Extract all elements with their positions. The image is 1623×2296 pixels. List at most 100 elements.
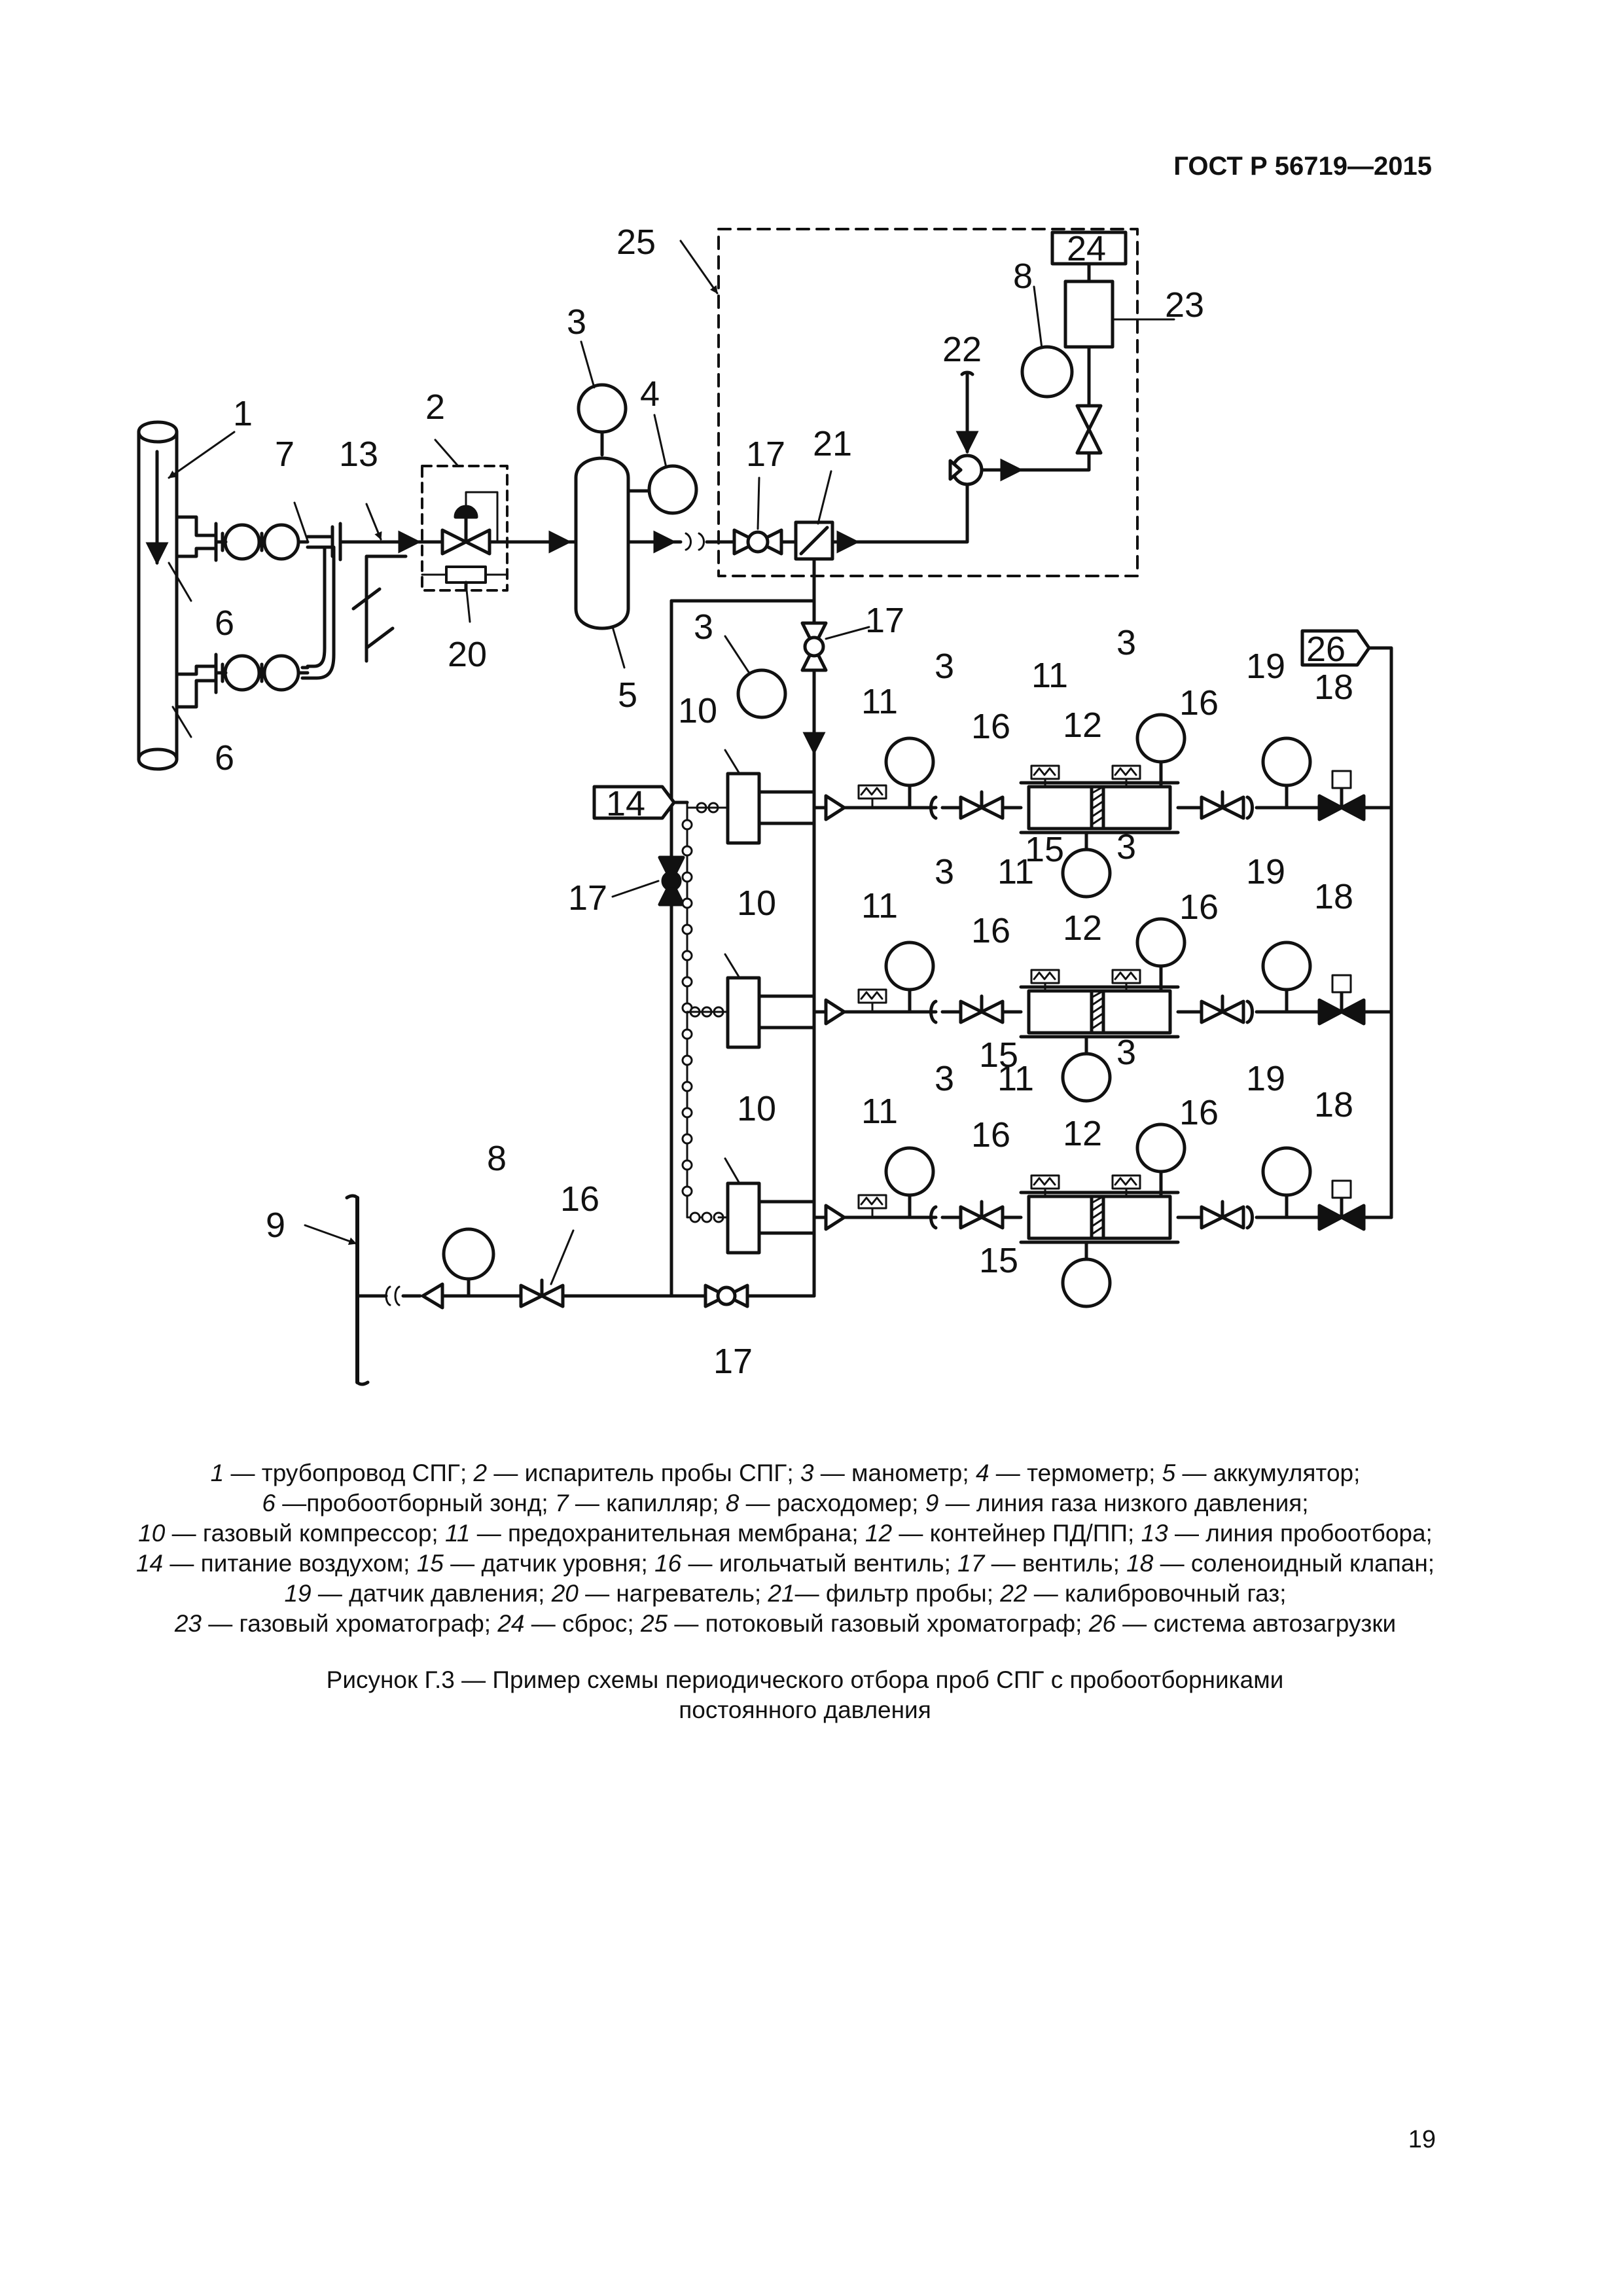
legend-item: 25 — потоковый газовый хроматограф; (641, 1610, 1082, 1637)
label-18-row2: 18 (1314, 877, 1353, 916)
legend-item-number: 19 (284, 1580, 312, 1607)
label-26: 26 (1306, 630, 1346, 669)
label-15-row1: 15 (1025, 830, 1064, 869)
gc-needle-valve (1075, 404, 1103, 455)
label-6-upper: 6 (215, 603, 234, 643)
legend-item: 14 — питание воздухом; (136, 1550, 410, 1577)
caption-line-2: постоянного давления (679, 1696, 931, 1723)
label-3-row2a: 3 (935, 852, 954, 891)
label-11-row1a: 11 (861, 682, 898, 721)
legend-item: 22 — калибровочный газ; (1000, 1580, 1286, 1607)
legend-item: 26 — система автозагрузки (1089, 1610, 1396, 1637)
legend-item-text: — манометр; (813, 1460, 969, 1486)
label-16-low: 16 (560, 1179, 599, 1219)
label-17-manifold: 17 (865, 601, 904, 640)
label-11-row3a: 11 (861, 1092, 898, 1131)
legend-item: 8 — расходомер; (726, 1490, 919, 1516)
legend-item: 7 — капилляр; (555, 1490, 719, 1516)
valve-manifold-inlet (800, 621, 828, 683)
label-6-lower: 6 (215, 738, 234, 778)
label-9: 9 (266, 1206, 285, 1245)
legend-item-text: — капилляр; (568, 1490, 719, 1516)
label-11-row2b: 11 (997, 852, 1034, 891)
pressure-gauge (577, 383, 628, 434)
label-19-row3: 19 (1246, 1059, 1285, 1098)
legend-item: 17 — вентиль; (957, 1550, 1120, 1577)
figure-caption: Рисунок Г.3 — Пример схемы периодическог… (262, 1665, 1348, 1725)
legend-item-text: —пробоотборный зонд; (276, 1490, 548, 1516)
flowmeter-gc (1020, 345, 1074, 399)
label-5: 5 (618, 675, 637, 715)
label-11-row2a: 11 (861, 886, 898, 925)
label-12-row3: 12 (1063, 1114, 1102, 1153)
label-22: 22 (942, 330, 982, 369)
label-12-row2: 12 (1063, 908, 1102, 948)
legend-item-text: — испаритель пробы СПГ; (487, 1460, 794, 1486)
legend-item-text: — датчик уровня; (443, 1550, 648, 1577)
label-2: 2 (425, 387, 445, 427)
main-manifold (669, 557, 826, 1298)
legend-item: 6 —пробоотборный зонд; (262, 1490, 548, 1516)
legend-item-text: — соленоидный клапан; (1153, 1550, 1435, 1577)
legend-item-text: — калибровочный газ; (1027, 1580, 1287, 1607)
label-19-row2: 19 (1246, 852, 1285, 891)
thermometer (647, 464, 698, 515)
label-7: 7 (275, 435, 294, 474)
legend-item-text: — нагреватель; (578, 1580, 762, 1607)
label-16-row1a: 16 (971, 707, 1010, 746)
label-16-row2a: 16 (971, 911, 1010, 950)
label-4: 4 (640, 374, 660, 414)
label-20: 20 (448, 635, 487, 674)
label-3-row3b: 3 (1116, 1033, 1136, 1072)
page-number: 19 (1408, 2126, 1436, 2153)
legend-item-text: — предохранительная мембрана; (470, 1520, 859, 1547)
autoload-system (1300, 629, 1393, 1219)
lng-pipeline (137, 420, 179, 771)
legend-item-number: 22 (1000, 1580, 1027, 1607)
three-way-valve (948, 454, 984, 498)
label-10-row1: 10 (678, 691, 717, 730)
accumulator (574, 431, 650, 630)
legend-item-number: 15 (416, 1550, 444, 1577)
legend-item-number: 10 (138, 1520, 166, 1547)
probe-valve-upper (214, 523, 310, 561)
legend-item-text: — аккумулятор; (1175, 1460, 1361, 1486)
pressure-gauge-manifold (736, 668, 787, 719)
caption-line-1: Рисунок Г.3 — Пример схемы периодическог… (326, 1666, 1284, 1693)
label-24: 24 (1067, 229, 1106, 268)
legend-item-number: 20 (551, 1580, 579, 1607)
legend-item-text: — газовый хроматограф; (201, 1610, 491, 1637)
sampling-row-1 (726, 760, 1393, 852)
label-17-air: 17 (568, 878, 607, 918)
sample-filter (794, 520, 834, 561)
legend-item-number: 4 (975, 1460, 990, 1486)
label-14: 14 (606, 784, 645, 823)
legend-item-number: 8 (725, 1490, 740, 1516)
legend-item-text: — система автозагрузки (1115, 1610, 1397, 1637)
legend-item-text: — вентиль; (984, 1550, 1120, 1577)
label-17-low: 17 (713, 1342, 753, 1381)
legend-item-text: — термометр; (989, 1460, 1156, 1486)
label-3-row3a: 3 (935, 1059, 954, 1098)
legend-item-number: 21 (768, 1580, 795, 1607)
legend-item-number: 6 (262, 1490, 276, 1516)
diagram-labels: 1 2 3 4 5 6 6 7 13 20 25 17 21 22 8 23 2… (215, 223, 1353, 1381)
label-16-row2b: 16 (1179, 888, 1219, 927)
label-13: 13 (339, 435, 378, 474)
low-pressure-gas-line (345, 1194, 816, 1386)
legend-item-text: — потоковый газовый хроматограф; (668, 1610, 1082, 1637)
label-12-row1: 12 (1063, 706, 1102, 745)
legend-item: 20 — нагреватель; (552, 1580, 761, 1607)
legend-item-text: — питание воздухом; (163, 1550, 410, 1577)
row-gauges (884, 713, 1312, 1308)
legend-item-number: 16 (654, 1550, 682, 1577)
legend-item-number: 13 (1141, 1520, 1168, 1547)
label-8-low: 8 (487, 1139, 507, 1178)
capillary (300, 522, 342, 680)
label-3-row1b: 3 (1116, 623, 1136, 662)
probe-valve-lower (214, 654, 310, 692)
label-10-row2: 10 (737, 884, 776, 923)
sampling-row-2 (726, 964, 1393, 1056)
legend-item: 19 — датчик давления; (284, 1580, 544, 1607)
legend-item-number: 17 (957, 1550, 985, 1577)
